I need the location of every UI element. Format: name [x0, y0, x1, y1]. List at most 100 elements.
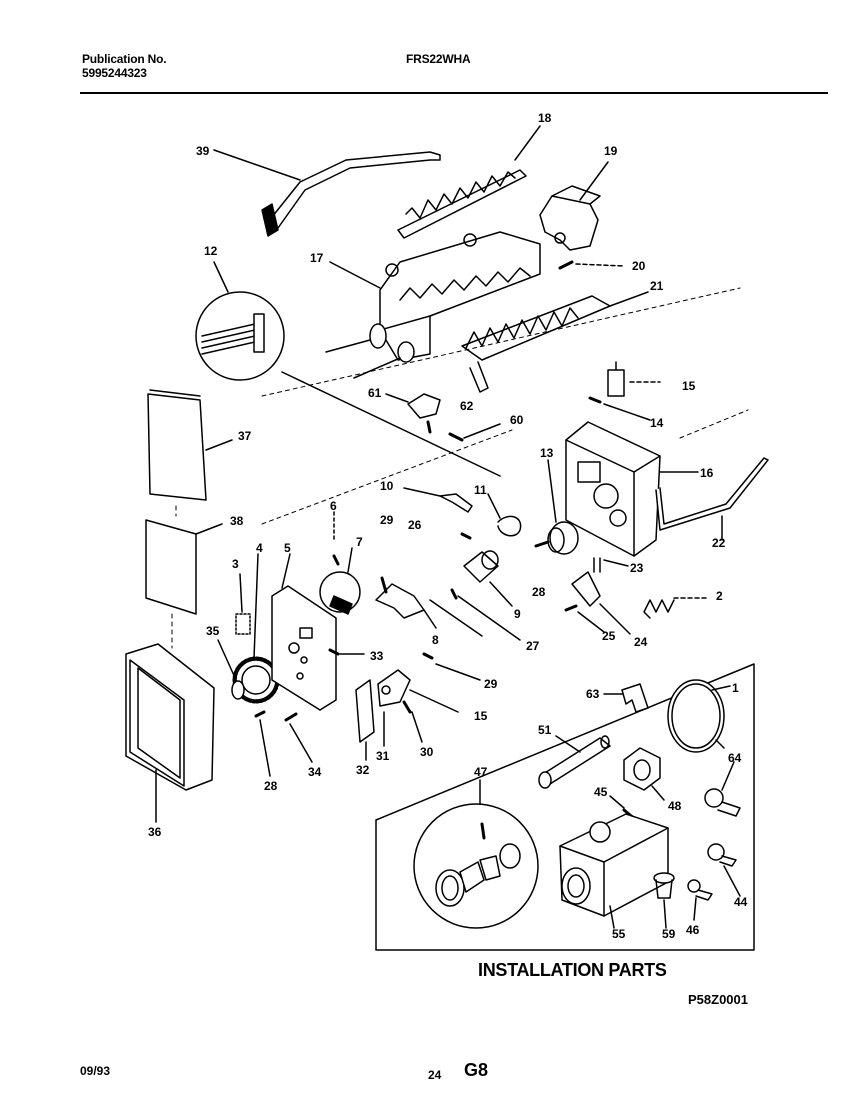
- part-label: 61: [368, 386, 382, 400]
- part-22-arm: [655, 457, 769, 541]
- installation-parts-title: INSTALLATION PARTS: [478, 960, 667, 980]
- part-46-clamp: [687, 879, 713, 921]
- part-1-tubing: [667, 679, 731, 753]
- part-47-valve-detail: [413, 779, 539, 929]
- part-label: 45: [594, 785, 608, 799]
- part-label: 8: [432, 633, 439, 647]
- part-label: 28: [532, 585, 546, 599]
- part-label: 32: [356, 763, 370, 777]
- part-label: 22: [712, 536, 726, 550]
- part-label: 44: [734, 895, 748, 909]
- part-21-heater: [461, 291, 649, 393]
- part-18-ejector: [397, 125, 541, 239]
- footer-section: G8: [464, 1060, 489, 1080]
- part-24-linkage: [564, 557, 631, 635]
- part-15-switch: [588, 361, 661, 421]
- part-label: 13: [540, 446, 554, 460]
- part-12-harness: [195, 261, 501, 477]
- part-label: 5: [284, 541, 291, 555]
- part-61-bracket: [385, 393, 501, 442]
- installation-frame: [375, 663, 755, 951]
- part-59-grommet: [653, 872, 675, 929]
- part-label: 10: [380, 479, 394, 493]
- footer-date: 09/93: [80, 1064, 111, 1078]
- part-4-gear: [217, 553, 280, 704]
- part-label: 60: [510, 413, 524, 427]
- part-7-cam: [319, 547, 361, 615]
- part-3-label: [235, 613, 251, 635]
- part-20-screw: [558, 260, 625, 270]
- part-label: 12: [204, 244, 218, 258]
- part-36-bin: [125, 643, 215, 823]
- figure-code: P58Z0001: [688, 992, 748, 1007]
- part-13-motor: [534, 459, 579, 555]
- part-64-clamp: [704, 761, 741, 817]
- part-label: 2: [716, 589, 723, 603]
- part-label: 25: [602, 629, 616, 643]
- part-39-arm: [213, 149, 441, 237]
- part-8-switch-clip: [375, 576, 521, 641]
- part-label: 15: [682, 379, 696, 393]
- part-label: 35: [206, 624, 220, 638]
- part-label: 55: [612, 927, 626, 941]
- part-label: 11: [474, 483, 487, 497]
- part-48-nut: [623, 747, 665, 801]
- part-63-clip: [603, 683, 649, 713]
- part-label: 24: [634, 635, 648, 649]
- part-label: 19: [604, 144, 618, 158]
- part-label: 3: [232, 557, 239, 571]
- part-label: 46: [686, 923, 700, 937]
- part-label: 15: [474, 709, 488, 723]
- part-label: 63: [586, 687, 600, 701]
- part-label: 47: [474, 765, 488, 779]
- part-label: 4: [256, 541, 263, 555]
- footer-page: 24: [428, 1068, 442, 1082]
- part-6-screw: [332, 554, 340, 566]
- part-19-cover: [539, 161, 609, 251]
- part-2-spring: [643, 597, 709, 619]
- part-label: 1: [732, 681, 739, 695]
- part-label: 51: [538, 723, 552, 737]
- part-31-switch-assy: [328, 648, 481, 761]
- part-label: 39: [196, 144, 210, 158]
- part-label: 7: [356, 535, 363, 549]
- part-label: 9: [514, 607, 521, 621]
- publication-label: Publication No.: [82, 52, 167, 66]
- part-44-clamp: [707, 843, 741, 897]
- part-5-plate: [271, 553, 337, 711]
- part-37-manual: [147, 389, 233, 501]
- part-label: 48: [668, 799, 682, 813]
- header-rule: [80, 92, 828, 94]
- part-label: 17: [310, 251, 324, 265]
- part-label: 27: [526, 639, 540, 653]
- part-label: 37: [238, 429, 252, 443]
- part-label: 64: [728, 751, 742, 765]
- part-label: 18: [538, 111, 552, 125]
- part-28-screw: [254, 710, 266, 718]
- part-9-coupler: [463, 550, 513, 607]
- part-label: 30: [420, 745, 434, 759]
- part-label: 38: [230, 514, 244, 528]
- guide-lines: [171, 287, 749, 649]
- part-label: 14: [650, 416, 664, 430]
- part-label: 34: [308, 765, 322, 779]
- part-label: 33: [370, 649, 384, 663]
- part-label: 23: [630, 561, 644, 575]
- part-label: 28: [264, 779, 278, 793]
- part-label: 36: [148, 825, 162, 839]
- part-label: 21: [650, 279, 664, 293]
- part-16-housing: [565, 421, 699, 557]
- part-38-sheet: [145, 519, 223, 615]
- part-label: 31: [376, 749, 390, 763]
- part-55-water-valve: [559, 813, 669, 929]
- model-number: FRS22WHA: [406, 52, 471, 66]
- part-label: 6: [330, 499, 337, 513]
- part-label: 26: [408, 518, 422, 532]
- part-51-tube: [538, 735, 611, 789]
- part-label: 29: [380, 513, 394, 527]
- part-label: 29: [484, 677, 498, 691]
- part-34-screw: [284, 712, 298, 722]
- part-26-screw: [460, 532, 472, 540]
